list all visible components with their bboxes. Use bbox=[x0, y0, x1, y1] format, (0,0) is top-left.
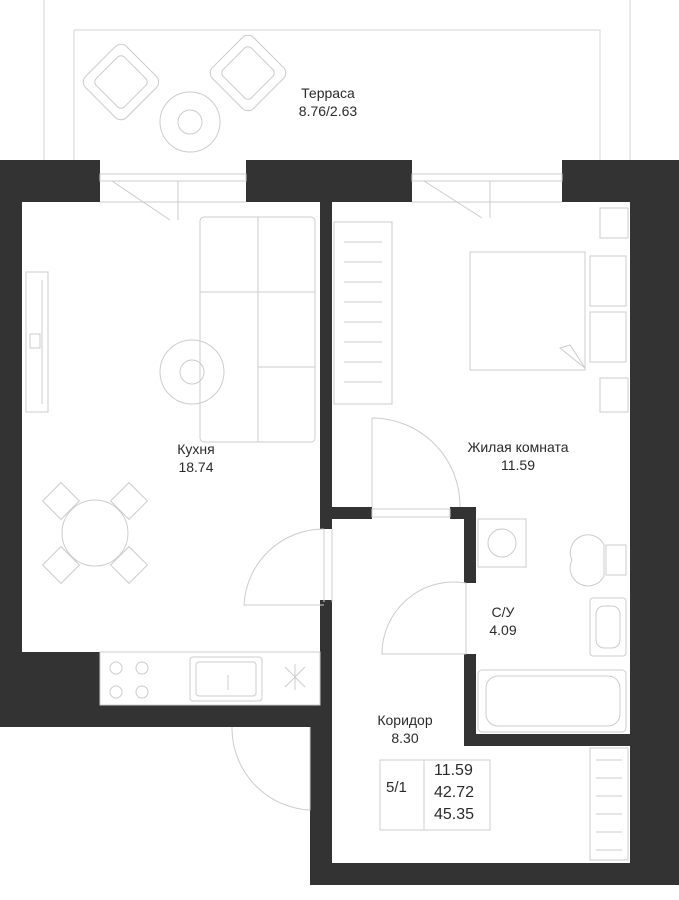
area-total-with-terrace: 45.35 bbox=[434, 806, 475, 823]
bathroom-fixtures bbox=[477, 518, 627, 733]
walls bbox=[0, 160, 679, 885]
terrace-chair-right bbox=[209, 34, 287, 112]
room-area: 11.59 bbox=[501, 457, 535, 473]
kitchen-tv-unit bbox=[25, 271, 49, 413]
room-area: 4.09 bbox=[489, 622, 517, 638]
room-name: Коридор bbox=[377, 712, 433, 728]
wardrobe bbox=[333, 221, 393, 405]
doors bbox=[231, 417, 467, 811]
room-area: 8.30 bbox=[391, 730, 419, 746]
kitchen-coffee-table bbox=[159, 339, 225, 405]
summary-box bbox=[379, 759, 491, 831]
terrace-table bbox=[159, 91, 221, 153]
terrace-area bbox=[43, 0, 631, 160]
terrace-chair-left bbox=[82, 43, 160, 121]
room-area: 8.76/2.63 bbox=[298, 103, 358, 119]
room-label-living: Жилая комната 11.59 bbox=[448, 438, 588, 474]
room-name: Жилая комната bbox=[467, 439, 569, 455]
bed bbox=[469, 251, 586, 371]
room-name: Кухня bbox=[177, 441, 215, 457]
corridor-wardrobe bbox=[589, 747, 629, 861]
room-label-corridor: Коридор 8.30 bbox=[355, 711, 455, 747]
windows bbox=[99, 173, 563, 518]
floor-fraction: 5/1 bbox=[386, 779, 407, 796]
area-summary: 11.59 42.72 45.35 bbox=[434, 760, 474, 826]
area-total: 42.72 bbox=[434, 784, 475, 801]
kitchen-sofa bbox=[199, 216, 316, 443]
room-name: С/У bbox=[491, 604, 515, 620]
room-area: 18.74 bbox=[178, 459, 214, 475]
area-living: 11.59 bbox=[434, 762, 473, 779]
room-label-kitchen: Кухня 18.74 bbox=[146, 440, 246, 476]
bed-nightstands bbox=[589, 207, 629, 413]
room-label-terrace: Терраса 8.76/2.63 bbox=[278, 84, 378, 120]
kitchen-counter bbox=[99, 651, 321, 706]
room-name: Терраса bbox=[301, 85, 355, 101]
room-label-bathroom: С/У 4.09 bbox=[478, 603, 528, 639]
dining-table bbox=[41, 481, 149, 585]
